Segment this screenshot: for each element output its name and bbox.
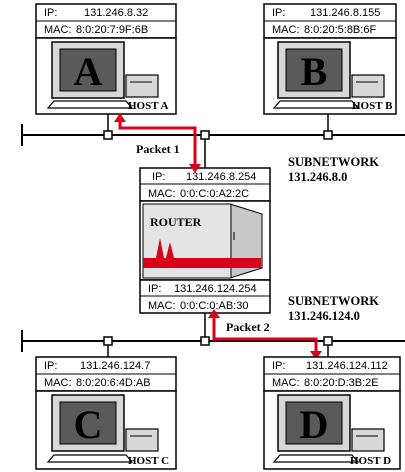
subnet-2-title: SUBNETWORK xyxy=(288,294,379,308)
connector-icon xyxy=(104,131,112,139)
host-a-letter: A xyxy=(74,49,103,94)
connector-icon xyxy=(104,337,112,345)
router-bottom-ip-label: IP: xyxy=(148,283,161,295)
host-c-letter: C xyxy=(74,402,103,447)
host-b-mac-label: MAC: xyxy=(272,24,300,36)
host-b-label: HOST B xyxy=(352,100,393,112)
host-a-mac: 8:0:20:7:9F:6B xyxy=(76,24,148,36)
host-c-ip-label: IP: xyxy=(44,360,57,372)
router-bottom-mac-label: MAC: xyxy=(148,300,176,312)
host-b: IP: 131.246.8.155 MAC: 8:0:20:5:8B:6F B … xyxy=(264,4,396,114)
connector-icon xyxy=(324,337,332,345)
connector-icon xyxy=(201,131,209,139)
subnet-1-bus xyxy=(22,124,405,146)
host-a-mac-label: MAC: xyxy=(44,24,72,36)
connector-icon xyxy=(324,131,332,139)
host-d-label: HOST D xyxy=(350,455,391,467)
subnet-1-title: SUBNETWORK xyxy=(288,155,379,169)
host-d-mac: 8:0:20:D:3B:2E xyxy=(304,377,379,389)
host-c-mac: 8:0:20:6:4D:AB xyxy=(76,377,151,389)
host-a-ip: 131.246.8.32 xyxy=(84,7,148,19)
router-bottom-ip: 131.246.124.254 xyxy=(174,283,257,295)
host-a: IP: 131.246.8.32 MAC: 8:0:20:7:9F:6B A H… xyxy=(36,4,176,114)
router-label: ROUTER xyxy=(150,215,202,229)
router-top-ip-label: IP: xyxy=(152,171,165,183)
host-d-mac-label: MAC: xyxy=(272,377,300,389)
router-top-ip: 131.246.8.254 xyxy=(186,171,256,183)
host-d: IP: 131.246.124.112 MAC: 8:0:20:D:3B:2E … xyxy=(264,357,400,469)
host-c-label: HOST C xyxy=(128,455,169,467)
host-b-letter: B xyxy=(301,49,328,94)
packet-1-label: Packet 1 xyxy=(136,142,180,156)
host-b-mac: 8:0:20:5:8B:6F xyxy=(304,24,376,36)
host-d-letter: D xyxy=(300,402,329,447)
host-c-ip: 131.246.124.7 xyxy=(80,360,150,372)
subnet-2-address: 131.246.124.0 xyxy=(288,309,360,323)
packet-2-label: Packet 2 xyxy=(226,320,270,334)
host-d-ip: 131.246.124.112 xyxy=(306,360,388,372)
host-d-ip-label: IP: xyxy=(272,360,285,372)
router: IP: 131.246.8.254 MAC: 0:0:C:0:A2:2C ROU… xyxy=(140,168,270,313)
router-top-mac: 0:0:C:0:A2:2C xyxy=(180,188,249,200)
host-a-ip-label: IP: xyxy=(44,7,57,19)
host-b-ip: 131.246.8.155 xyxy=(310,7,380,19)
host-c-mac-label: MAC: xyxy=(44,377,72,389)
router-top-mac-label: MAC: xyxy=(148,188,176,200)
host-a-label: HOST A xyxy=(128,100,169,112)
subnet-1-address: 131.246.8.0 xyxy=(288,170,347,184)
host-b-ip-label: IP: xyxy=(272,7,285,19)
connector-icon xyxy=(201,337,209,345)
host-c: IP: 131.246.124.7 MAC: 8:0:20:6:4D:AB C … xyxy=(36,357,176,469)
